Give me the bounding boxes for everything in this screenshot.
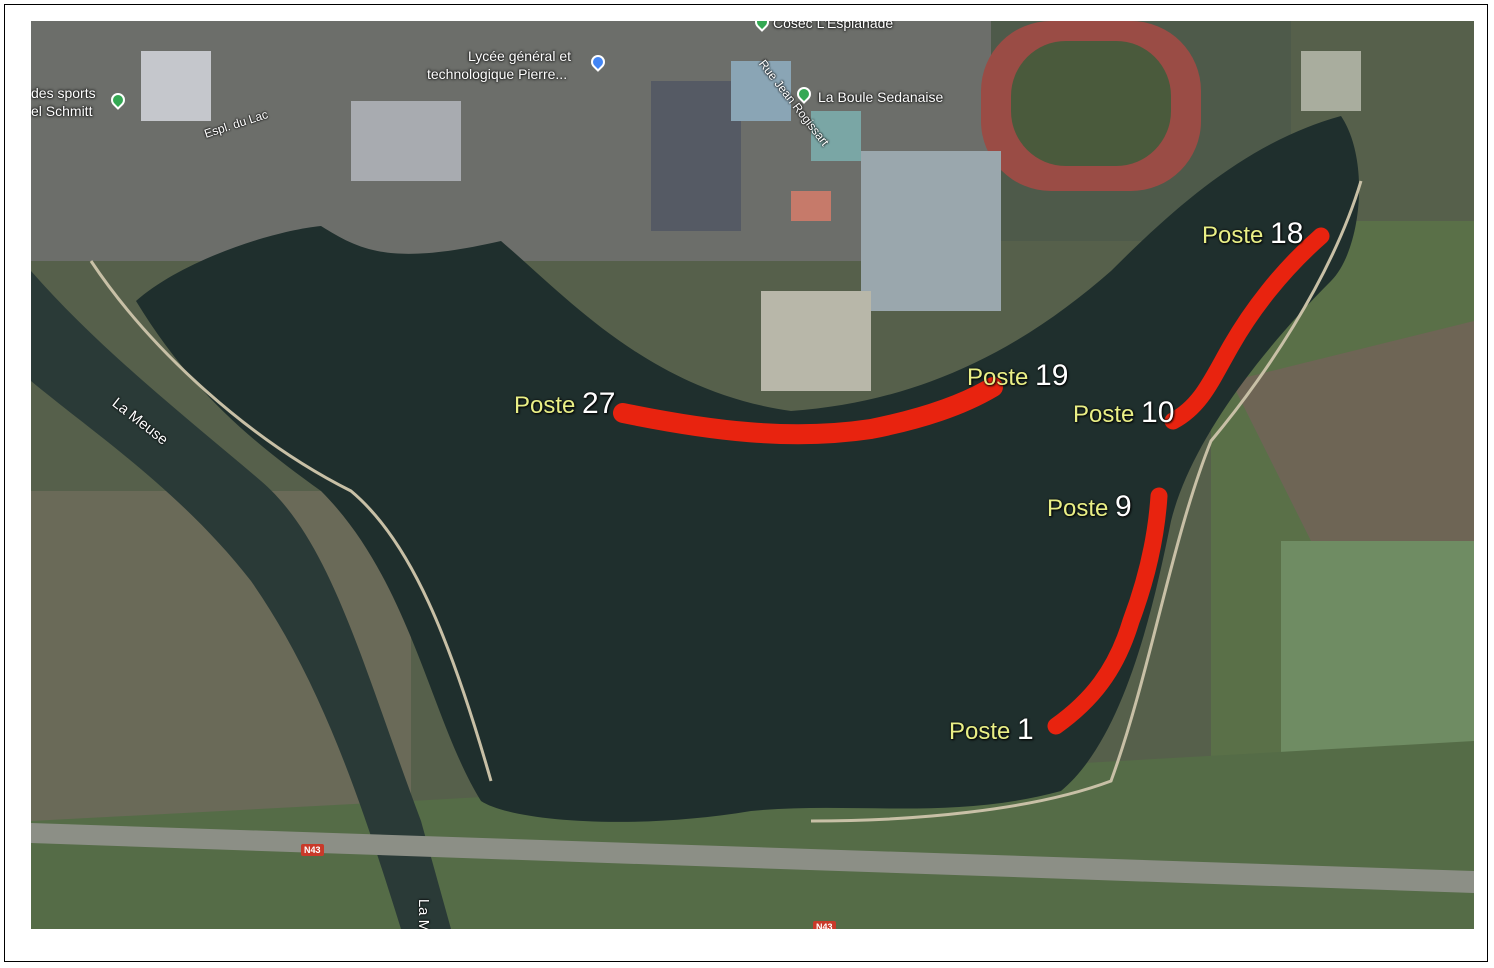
poste-9-label: Poste 9 bbox=[1047, 490, 1132, 523]
figure-frame: Cosec L'Esplanade Lycée général et techn… bbox=[4, 4, 1488, 962]
poste-27-label: Poste 27 bbox=[514, 387, 616, 420]
poste-10-label: Poste 10 bbox=[1073, 396, 1175, 429]
poste-19-label: Poste 19 bbox=[967, 359, 1069, 392]
zone-poste-18-10 bbox=[1164, 227, 1330, 430]
map-background bbox=[31, 21, 1474, 929]
place-sports-line1[interactable]: des sports bbox=[31, 85, 96, 101]
river-label-la-meuse-2: La M bbox=[415, 898, 433, 929]
zone-poste-27-19 bbox=[613, 377, 1003, 445]
place-lycee-line2[interactable]: technologique Pierre... bbox=[427, 66, 568, 82]
poste-1-label: Poste 1 bbox=[949, 713, 1034, 746]
place-sports-line2[interactable]: el Schmitt bbox=[31, 103, 93, 119]
n43-shield-2: N43 bbox=[813, 921, 836, 929]
place-cosec[interactable]: Cosec L'Esplanade bbox=[773, 21, 894, 31]
zone-poste-9-1 bbox=[1047, 487, 1168, 735]
place-boule-sedanaise[interactable]: La Boule Sedanaise bbox=[818, 89, 944, 105]
n43-shield-1: N43 bbox=[301, 844, 324, 856]
place-lycee-line1[interactable]: Lycée général et bbox=[468, 48, 571, 64]
poste-18-label: Poste 18 bbox=[1202, 217, 1304, 250]
satellite-map[interactable]: Cosec L'Esplanade Lycée général et techn… bbox=[31, 21, 1474, 929]
